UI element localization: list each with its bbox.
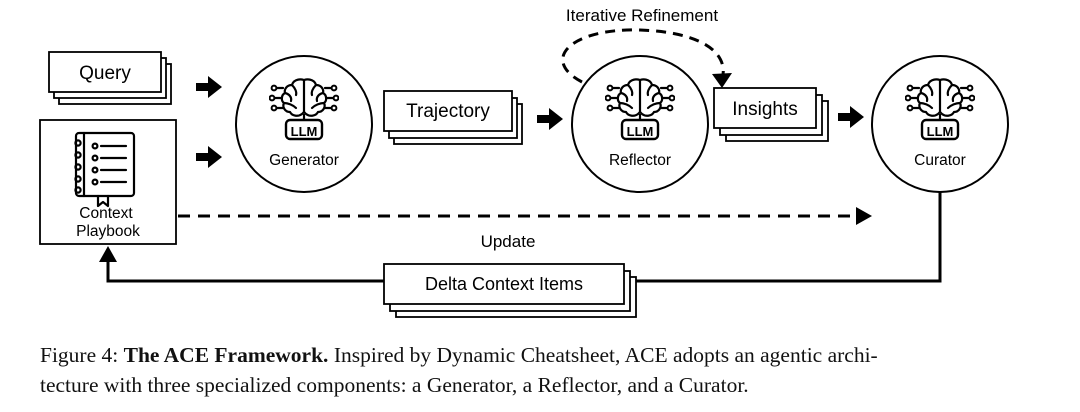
curator-node: LLM Curator	[871, 55, 1009, 193]
reflector-label: Reflector	[609, 152, 671, 169]
ace-diagram: Query Context Playbook LLM Generator Tra…	[39, 6, 1009, 318]
insights-label: Insights	[732, 99, 797, 120]
reflector-llm-badge: LLM	[627, 124, 654, 139]
caption-figure-label: Figure 4:	[40, 343, 119, 367]
figure-caption: Figure 4: The ACE Framework. Inspired by…	[40, 340, 1050, 400]
update-label: Update	[481, 232, 536, 251]
iterative-refinement-label: Iterative Refinement	[566, 6, 718, 25]
curator-label: Curator	[914, 152, 966, 169]
insights-box: Insights	[713, 87, 829, 142]
trajectory-arrow-icon	[537, 108, 563, 130]
caption-line1-text: Inspired by Dynamic Cheatsheet, ACE adop…	[333, 343, 878, 367]
caption-line-2: tecture with three specialized component…	[40, 373, 749, 397]
query-label: Query	[79, 63, 131, 84]
query-box: Query	[48, 51, 172, 105]
generator-llm-badge: LLM	[291, 124, 318, 139]
playbook-label-line2: Playbook	[76, 223, 140, 240]
trajectory-box: Trajectory	[383, 90, 523, 145]
playbook-label-line1: Context	[79, 205, 133, 222]
reflector-node: LLM Reflector	[571, 55, 709, 193]
notebook-icon	[74, 131, 136, 208]
caption-line-1: Figure 4: The ACE Framework. Inspired by…	[40, 340, 1050, 370]
context-playbook-box: Context Playbook	[39, 119, 177, 245]
playbook-arrow-icon	[196, 146, 222, 168]
insights-arrow-icon	[838, 106, 864, 128]
iterative-arrowhead-icon	[712, 73, 732, 88]
generator-node: LLM Generator	[235, 55, 373, 193]
trajectory-label: Trajectory	[406, 101, 490, 122]
query-arrow-icon	[196, 76, 222, 98]
curator-llm-badge: LLM	[927, 124, 954, 139]
generator-label: Generator	[269, 152, 339, 169]
iterative-refinement-loop	[561, 28, 725, 84]
delta-context-items-box: Delta Context Items	[383, 263, 637, 318]
feedback-arrowhead-icon	[99, 246, 117, 262]
update-arrowhead-icon	[856, 207, 872, 225]
delta-context-items-label: Delta Context Items	[425, 274, 583, 294]
caption-title: The ACE Framework.	[123, 343, 329, 367]
